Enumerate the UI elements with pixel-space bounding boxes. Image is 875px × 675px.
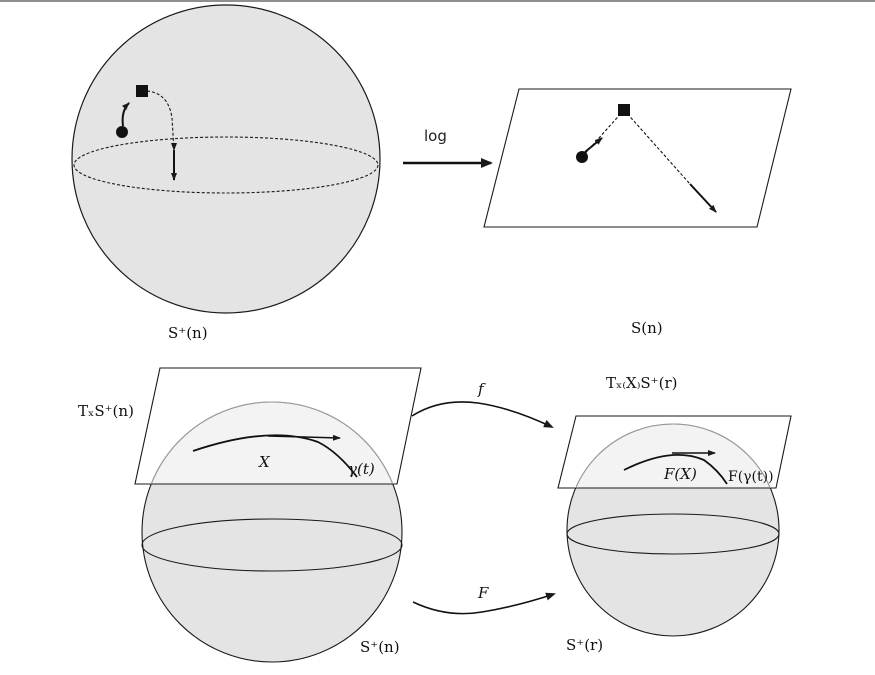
tangent-vector: [267, 434, 341, 441]
left-sphere-label: S⁺(n): [360, 638, 400, 656]
image-curve-label: F(γ(t)): [728, 469, 774, 485]
gamma-label: γ(t): [348, 460, 375, 478]
map-f-arrow: [411, 401, 554, 428]
bottom-right-group: F(X) F(γ(t)) Tₓ₍X₎S⁺(r) S⁺(r): [557, 374, 792, 654]
image-point-label: F(X): [663, 465, 697, 483]
plane-long-arrow: [689, 183, 717, 213]
right-tangent-label: Tₓ₍X₎S⁺(r): [606, 374, 677, 392]
top-sphere-group: S⁺(n): [71, 4, 381, 342]
left-sphere-ghost: [141, 401, 403, 484]
dot-arrow: [121, 102, 130, 127]
top-sphere-label: S⁺(n): [168, 324, 208, 342]
curve-gamma: [192, 434, 358, 478]
top-sphere: [71, 4, 381, 314]
left-tangent-plane: [134, 367, 422, 485]
right-sphere-label: S⁺(r): [566, 636, 603, 654]
maps: f F: [411, 380, 556, 615]
square-point: [136, 85, 148, 97]
right-tangent-plane: [557, 415, 792, 489]
sym-plane: [483, 88, 792, 228]
map-F-arrow: [412, 592, 556, 615]
top-sphere-equator: [73, 136, 379, 194]
plane-dashed-2: [623, 109, 699, 194]
point-x-label: X: [258, 453, 271, 471]
log-map: log: [403, 127, 493, 168]
bottom-left-group: X γ(t) TₓS⁺(n) S⁺(n): [78, 367, 422, 663]
right-sphere-ghost: [566, 423, 780, 488]
sym-plane-label: S(n): [631, 319, 663, 337]
left-tangent-label: TₓS⁺(n): [78, 402, 134, 420]
right-sphere-equator: [566, 513, 780, 555]
curve-F-gamma: [623, 453, 728, 485]
log-label: log: [424, 127, 447, 145]
map-f-label: f: [477, 380, 486, 398]
top-plane-group: S(n): [483, 88, 792, 337]
plane-dot-arrow: [584, 137, 603, 153]
dot-point: [116, 126, 128, 138]
left-sphere-equator: [141, 518, 403, 572]
map-F-label: F: [477, 584, 489, 602]
